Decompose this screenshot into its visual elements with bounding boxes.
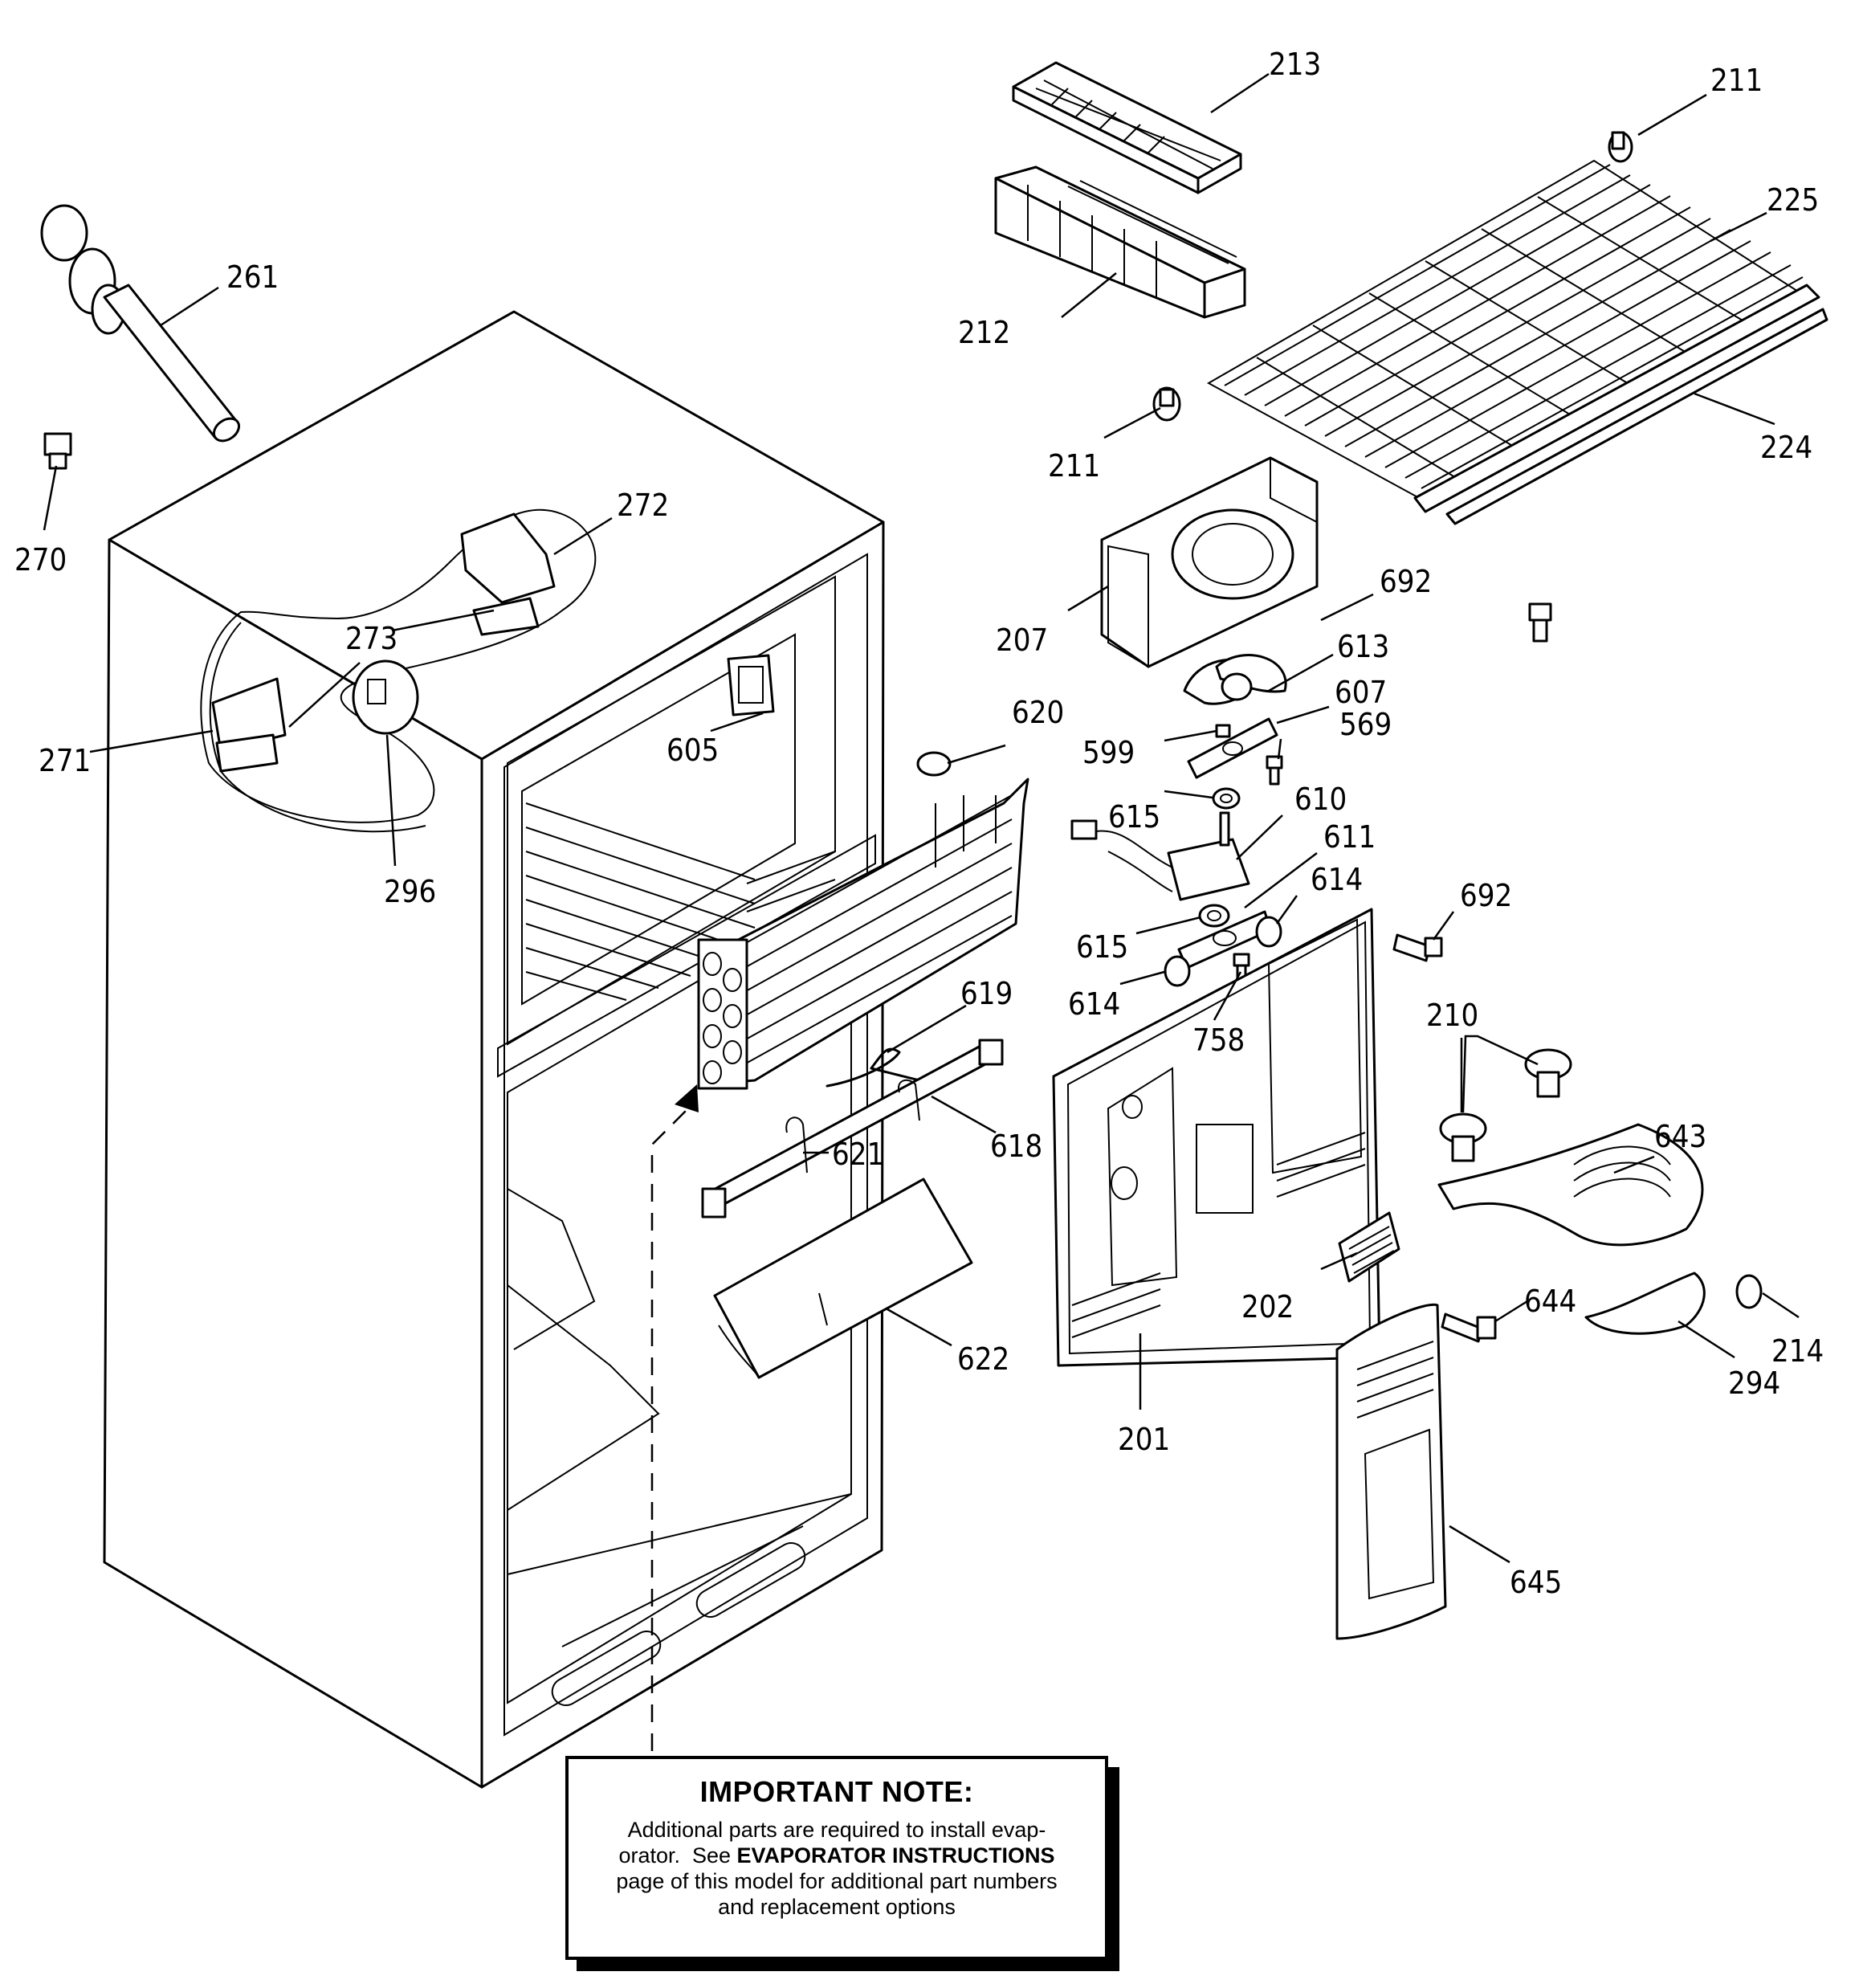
callout-605: 605 (667, 733, 719, 768)
callout-610: 610 (1294, 782, 1347, 817)
callout-272: 272 (617, 488, 669, 523)
note-line-3: page of this model for additional part n… (616, 1869, 1058, 1893)
cabinet (103, 310, 885, 1789)
callout-611: 611 (1323, 819, 1376, 855)
note-line-4: and replacement options (718, 1895, 956, 1919)
water-tube-261 (40, 204, 241, 443)
callout-210: 210 (1426, 998, 1478, 1033)
bracket-607 (1187, 717, 1278, 779)
callout-645: 645 (1510, 1565, 1562, 1600)
callout-643: 643 (1654, 1119, 1706, 1154)
drain-trough-622 (713, 1178, 973, 1379)
callout-271: 271 (39, 743, 91, 778)
screw-270 (43, 432, 72, 470)
note-line-2: orator. See EVAPORATOR INSTRUCTIONS (585, 1843, 1089, 1868)
callout-labels: 213 211 261 225 212 211 224 270 272 692 … (14, 47, 1824, 1600)
note-evaporator-instructions: EVAPORATOR INSTRUCTIONS (736, 1843, 1055, 1868)
ice-tray-213 (1012, 61, 1242, 194)
callout-201: 201 (1118, 1422, 1170, 1457)
callout-615-top: 615 (1108, 799, 1160, 835)
cover-294 (1584, 1272, 1706, 1335)
callout-211-bottom: 211 (1048, 448, 1100, 484)
screw-569 (1266, 755, 1283, 786)
callout-618: 618 (990, 1129, 1042, 1164)
grommet-615-top (1212, 787, 1241, 810)
grommet-614-right (1255, 916, 1282, 948)
clip-210-left (1439, 1112, 1487, 1162)
callout-620: 620 (1012, 695, 1064, 730)
screw-692-top (1528, 602, 1552, 643)
clip-211-bottom (1152, 386, 1181, 422)
callout-211-top: 211 (1710, 63, 1763, 98)
callout-270: 270 (14, 542, 67, 578)
callout-207: 207 (996, 623, 1048, 658)
defrost-heater-618 (701, 1039, 1004, 1219)
callout-614-top: 614 (1311, 862, 1363, 897)
grommet-614-left (1164, 955, 1191, 987)
screw-758 (1233, 953, 1250, 983)
screw-692-mid (1392, 933, 1443, 962)
note-title: IMPORTANT NOTE: (699, 1775, 974, 1808)
wiring-harness (200, 508, 597, 833)
duct-645 (1335, 1303, 1447, 1640)
callout-644: 644 (1524, 1284, 1576, 1319)
callout-214: 214 (1771, 1333, 1824, 1369)
callout-296: 296 (384, 874, 436, 909)
callout-273: 273 (345, 621, 397, 656)
callout-614-bottom: 614 (1068, 986, 1120, 1022)
callout-758: 758 (1192, 1023, 1245, 1058)
callout-621: 621 (832, 1137, 884, 1172)
rear-panel-201 (1052, 908, 1381, 1367)
screw-644 (1441, 1312, 1497, 1343)
evaporator-620 (697, 751, 1029, 1090)
clip-619 (826, 1047, 921, 1088)
grommet-615-bottom (1198, 904, 1230, 928)
fan-blade-613 (1183, 654, 1287, 705)
callout-212: 212 (958, 315, 1010, 350)
clip-211-top (1608, 131, 1633, 163)
callout-599: 599 (1082, 735, 1135, 770)
callout-622: 622 (957, 1341, 1009, 1377)
callout-607: 607 (1335, 675, 1387, 710)
clip-210-right (1524, 1048, 1572, 1098)
callout-613: 613 (1337, 629, 1389, 664)
callout-202: 202 (1241, 1289, 1294, 1325)
plug-214 (1735, 1274, 1763, 1309)
callout-224: 224 (1760, 430, 1812, 465)
callout-619: 619 (960, 976, 1013, 1011)
callout-692-mid: 692 (1460, 878, 1512, 913)
callout-615-bottom: 615 (1076, 929, 1128, 965)
callout-294: 294 (1728, 1365, 1780, 1401)
nut-599 (1215, 724, 1231, 738)
note-body: Additional parts are required to install… (569, 1817, 1105, 1920)
duct-cover-643 (1437, 1123, 1704, 1247)
callout-225: 225 (1767, 182, 1819, 218)
ice-bin-212 (994, 165, 1246, 319)
fan-housing-207 (1100, 456, 1319, 668)
vent-202 (1338, 1211, 1400, 1283)
callout-569: 569 (1339, 707, 1392, 742)
note-line-1: Additional parts are required to install… (627, 1818, 1046, 1842)
note-line-2-prefix: orator. See (618, 1843, 737, 1868)
shelf-frame-224 (1413, 284, 1828, 525)
leader-lines (43, 72, 1800, 1751)
important-note-box: IMPORTANT NOTE: Additional parts are req… (565, 1756, 1108, 1960)
callout-261: 261 (226, 259, 279, 295)
callout-213: 213 (1269, 47, 1321, 82)
callout-692-top: 692 (1380, 564, 1432, 599)
fan-motor-610 (1070, 811, 1250, 901)
